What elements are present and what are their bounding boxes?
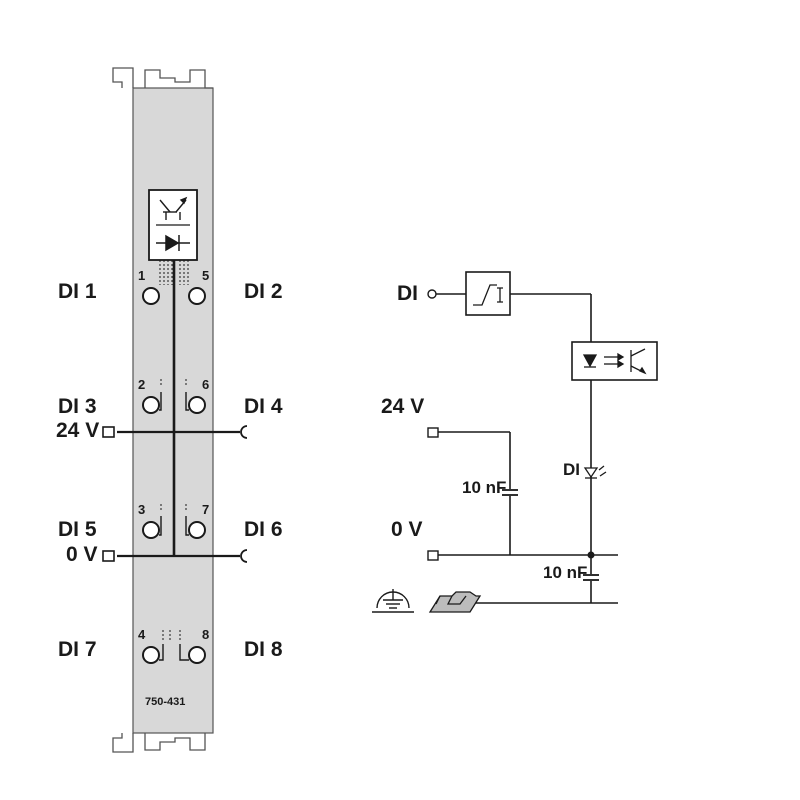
lead-di5 <box>159 516 162 536</box>
filter-icon <box>473 284 497 306</box>
terminal-24v-right[interactable] <box>240 425 248 439</box>
label-di8: DI 8 <box>244 638 283 661</box>
schematic-input-label: DI <box>397 282 418 305</box>
optocoupler-block <box>571 341 658 381</box>
ground-icon <box>372 589 414 613</box>
terminal-0v-right[interactable] <box>240 549 248 563</box>
terminal-24v-left[interactable] <box>102 426 115 438</box>
input-di-terminal[interactable] <box>427 289 437 299</box>
terminal-di8[interactable] <box>188 646 206 664</box>
module-model: 750-431 <box>145 696 185 708</box>
label-di7: DI 7 <box>58 638 97 661</box>
terminal-di2[interactable] <box>188 287 206 305</box>
label-0v: 0 V <box>66 543 98 566</box>
terminal-number-5: 5 <box>202 268 209 283</box>
label-di2: DI 2 <box>244 280 283 303</box>
diode-icon <box>156 234 190 252</box>
terminal-number-8: 8 <box>202 627 209 642</box>
module-labels: 1 5 2 6 3 7 4 8 DI 1 DI 2 DI 3 DI 4 24 V… <box>56 268 283 708</box>
bottom-latch <box>112 733 206 753</box>
terminal-number-3: 3 <box>138 502 145 517</box>
schematic-labels: DI 24 V 0 V 10 nF 10 nF DI <box>381 282 587 582</box>
status-led-icon <box>583 465 607 479</box>
lead-di6 <box>185 516 189 536</box>
schematic-0v-label: 0 V <box>391 518 423 541</box>
label-di3: DI 3 <box>58 395 97 418</box>
label-di5: DI 5 <box>58 518 97 541</box>
input-schematic <box>372 271 658 613</box>
terminal-number-7: 7 <box>202 502 209 517</box>
terminal-0v-left[interactable] <box>102 550 115 562</box>
status-led-label: DI <box>563 460 580 479</box>
lead-di3 <box>159 392 162 411</box>
terminal-number-2: 2 <box>138 377 145 392</box>
label-di4: DI 4 <box>244 395 283 418</box>
input-filter-block <box>465 271 511 316</box>
capacitor-2-label: 10 nF <box>543 563 587 582</box>
terminal-di6[interactable] <box>188 521 206 539</box>
io-module <box>102 67 248 753</box>
capacitor-1-label: 10 nF <box>462 478 506 497</box>
block-leads <box>159 260 189 285</box>
lead-di8 <box>179 644 189 661</box>
led-arrows-icon <box>159 196 188 220</box>
terminal-di3[interactable] <box>142 396 160 414</box>
label-24v: 24 V <box>56 419 99 442</box>
terminal-di1[interactable] <box>142 287 160 305</box>
terminal-number-6: 6 <box>202 377 209 392</box>
top-latch <box>112 67 213 89</box>
label-di1: DI 1 <box>58 280 97 303</box>
terminal-number-4: 4 <box>138 627 146 642</box>
terminal-number-1: 1 <box>138 268 145 283</box>
lead-di4 <box>185 392 189 411</box>
din-rail-icon <box>428 591 482 613</box>
lead-di7 <box>159 644 164 661</box>
terminal-di4[interactable] <box>188 396 206 414</box>
terminal-0v[interactable] <box>427 550 439 561</box>
label-di6: DI 6 <box>244 518 283 541</box>
terminal-24v[interactable] <box>427 427 439 438</box>
terminal-di7[interactable] <box>142 646 160 664</box>
optocoupler-icon <box>582 348 647 375</box>
terminal-di5[interactable] <box>142 521 160 539</box>
schematic-24v-label: 24 V <box>381 395 424 418</box>
